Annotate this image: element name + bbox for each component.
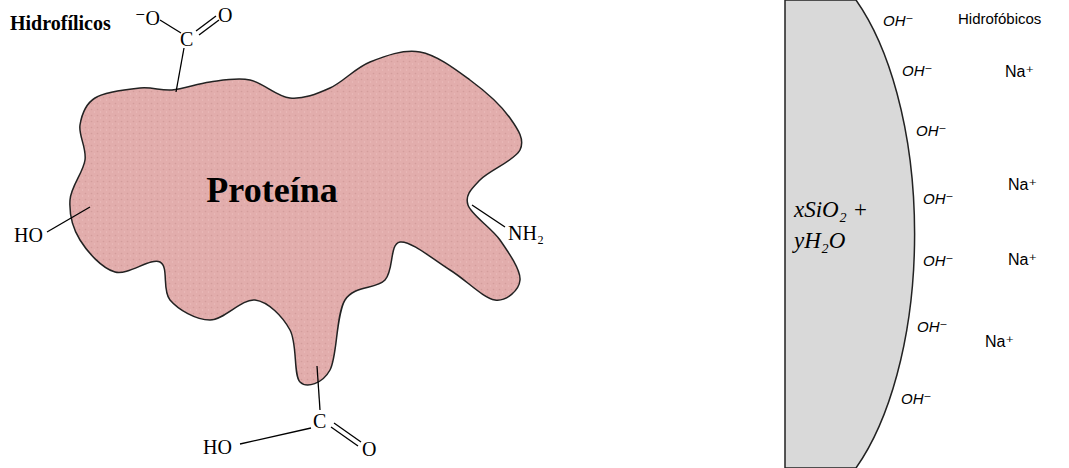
atom-label: O <box>218 4 232 27</box>
protein-blob <box>70 51 522 385</box>
bonds <box>47 16 505 446</box>
protein-label: Proteína <box>206 169 337 211</box>
hydroxide-ion: OH⁻ <box>916 122 946 140</box>
atom-label: ⁻O <box>135 6 160 30</box>
hydroxide-ion: OH⁻ <box>923 252 953 270</box>
protein-node: Proteína <box>206 169 337 211</box>
silica-node: xSiO₂ + yH₂O <box>794 194 889 256</box>
hydroxide-ion: OH⁻ <box>883 12 913 30</box>
atom-label: O <box>362 438 376 461</box>
ion-label: Na⁺ <box>1008 250 1037 269</box>
hydroxide-ion: OH⁻ <box>917 318 947 336</box>
ion-label: Na⁺ <box>1005 62 1034 81</box>
ion-label: Na⁺ <box>1008 175 1037 194</box>
atom-label: HO <box>203 436 232 459</box>
amine-label: NH₂ <box>508 222 544 245</box>
hydroxyl-label: HO <box>14 224 43 247</box>
silica-formula: xSiO₂ + yH₂O <box>794 194 889 256</box>
hydroxide-ion: OH⁻ <box>901 390 931 408</box>
region-title: Hidrofóbicos <box>958 10 1041 27</box>
region-title: Hidrofílicos <box>10 12 111 35</box>
atom-label: C <box>180 28 193 51</box>
atom-label: C <box>313 410 326 433</box>
hydroxide-ion: OH⁻ <box>902 62 932 80</box>
silica-particle <box>785 0 915 468</box>
ion-label: Na⁺ <box>985 332 1014 351</box>
hydroxide-ion: OH⁻ <box>923 190 953 208</box>
